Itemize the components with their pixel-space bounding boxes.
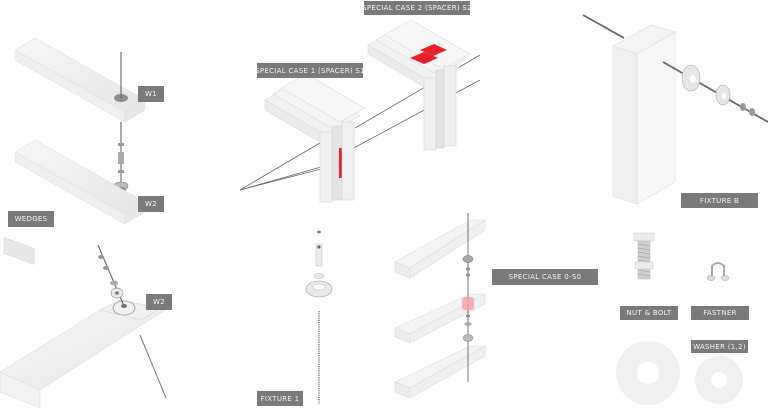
fastner	[706, 262, 730, 281]
wedge-w1-beam	[14, 37, 146, 123]
w2-detail-tube	[0, 237, 167, 408]
label-w2-bottom: W2	[146, 294, 172, 310]
special-case-0-assembly	[394, 213, 487, 399]
fixture-b	[582, 14, 768, 205]
label-w2-top: W2	[138, 196, 164, 212]
label-washer: WASHER (1,2)	[691, 340, 748, 353]
label-w1: W1	[138, 86, 164, 102]
label-nut-bolt: NUT & BOLT	[620, 306, 678, 320]
label-special-case-1: SPECIAL CASE 1 (SPACER) S1	[255, 63, 365, 78]
wedge-w1-hardware	[113, 122, 129, 195]
spacer-s2	[367, 19, 471, 151]
label-wedges: WEDGES	[8, 211, 54, 227]
label-fastner: FASTNER	[691, 306, 749, 320]
label-fixture-b: FIXTURE B	[681, 193, 758, 208]
washer-2	[695, 356, 743, 404]
washer-1	[616, 341, 680, 405]
spacer-s1	[239, 54, 481, 203]
label-special-case-0: SPECIAL CASE 0-S0	[492, 269, 598, 285]
label-fixture-1: FIXTURE 1	[257, 391, 303, 406]
w2-detail-hardware	[97, 244, 167, 399]
label-special-case-2: SPECIAL CASE 2 (SPACER) S2	[362, 1, 472, 15]
fixture-1	[305, 230, 333, 404]
nut-and-bolt	[633, 232, 655, 280]
